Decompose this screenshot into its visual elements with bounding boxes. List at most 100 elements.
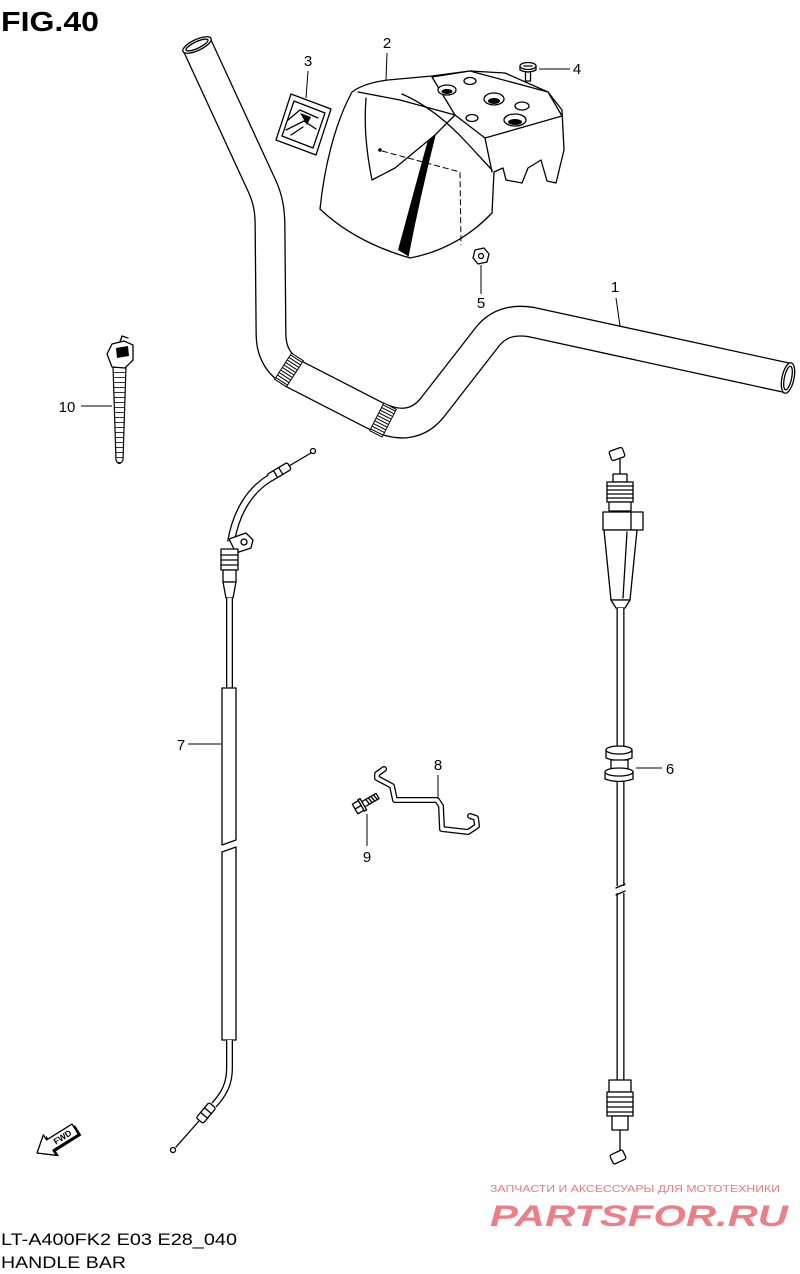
right-cable-bottom-ferrule [611, 1115, 629, 1131]
cable-tie-hook [119, 335, 129, 343]
screw [519, 61, 537, 82]
right-cable-break-marks [615, 883, 626, 896]
handlebar [182, 36, 796, 439]
left-cable-taper [222, 581, 237, 599]
left-cable-bottom-end [169, 1146, 177, 1154]
emblem-outline [275, 93, 332, 156]
bolt [351, 792, 380, 815]
fwd-arrow-shape [36, 1123, 79, 1156]
emblem [275, 93, 332, 156]
figure-title: HANDLE BAR [1, 1253, 126, 1272]
cover-hole [514, 101, 530, 111]
watermark-logo: PARTSFOR.RU [490, 1200, 790, 1233]
left-cable-top-wire [288, 452, 312, 467]
left-cable-lower [212, 1040, 232, 1107]
cover-hole-depth [508, 119, 522, 125]
cover-mount-point [378, 148, 382, 152]
callout-9: 9 [363, 849, 371, 866]
emblem-inner-frame [281, 100, 326, 149]
right-cable-bottom-end [609, 1149, 627, 1165]
cover-shadow-stripe [398, 135, 435, 256]
right-cable-adjuster-threads [606, 485, 634, 499]
wire-bracket [374, 766, 480, 835]
bolt-threads [365, 794, 379, 805]
handlebar-body [184, 39, 792, 438]
nut-hex [472, 247, 490, 265]
watermark: ЗАПЧАСТИ И АКСЕССУАРЫ ДЛЯ МОТОТЕХНИКИ PA… [490, 1183, 790, 1233]
right-cable-top-end [608, 446, 626, 462]
left-cable-sleeve-lower [221, 846, 237, 1041]
right-cable-ferrule [612, 473, 628, 483]
cover-mount-dashed-line [381, 150, 462, 246]
grommet-top-face [605, 745, 633, 755]
left-cable-sleeve-upper [221, 687, 237, 846]
left-cable-adjuster-rings [220, 554, 239, 566]
left-cable-bracket-hole [240, 538, 248, 546]
left-cable-upper-housing-outline [227, 474, 273, 543]
emblem-mark-fill [300, 113, 311, 125]
right-cable-adjuster [606, 481, 634, 503]
watermark-tagline: ЗАПЧАСТИ И АКСЕССУАРЫ ДЛЯ МОТОТЕХНИКИ [490, 1183, 780, 1195]
left-cable-bottom-fitting-rings [199, 1107, 213, 1119]
right-cable-tip [610, 599, 631, 609]
cover-inner-notch [364, 97, 456, 181]
cover-block-front-edge [484, 137, 493, 173]
cover-hole-depth [488, 98, 500, 104]
handlebar-left-end-bore [185, 38, 209, 52]
leader-2 [385, 52, 388, 81]
cable-tie-latch [116, 346, 129, 358]
leader-3 [305, 70, 309, 99]
callout-2: 2 [383, 35, 391, 52]
knurl-band-left-rect [273, 352, 305, 388]
model-code: LT-A400FK2 E03 E28_040 [1, 1230, 237, 1249]
knurl-band-left [273, 352, 305, 388]
left-cable-locknut [222, 569, 237, 583]
handlebar-right-end-bore [783, 365, 793, 391]
nut-bore [477, 252, 485, 260]
left-cable-bottom-wire [175, 1120, 200, 1148]
callout-4: 4 [573, 61, 581, 78]
left-cable-bottom-fitting-body [196, 1102, 216, 1124]
nut [472, 247, 490, 265]
right-cable-housing-shade [622, 531, 628, 599]
figure-label: FIG.40 [1, 6, 99, 37]
right-cable-bottom-nut [608, 1079, 632, 1093]
knurl-band-right [369, 402, 397, 438]
cable-tie-strap [112, 365, 127, 465]
callout-10: 10 [59, 399, 76, 416]
cover-hole [463, 76, 477, 86]
grommet-bottom-face [604, 767, 634, 777]
left-cable-top-end [309, 447, 317, 455]
callout-8: 8 [434, 757, 442, 774]
callout-1: 1 [611, 279, 619, 296]
left-cable [169, 447, 317, 1154]
left-cable-bottom-fitting [196, 1102, 216, 1124]
bolt-head-flat [354, 804, 362, 810]
right-cable-housing [603, 529, 638, 601]
cable-tie [106, 335, 134, 465]
callout-7: 7 [177, 737, 185, 754]
cover-crease [401, 93, 493, 171]
cover-front-top-edge [357, 91, 456, 116]
callout-6: 6 [666, 761, 674, 778]
left-cable-top-fitting-rings [272, 466, 284, 479]
right-cable-bottom-end-body [609, 1149, 627, 1165]
fwd-arrow: FWD [36, 1123, 82, 1157]
screw-shank [524, 71, 532, 82]
wire-bracket-body [375, 767, 479, 834]
cover-hole [465, 113, 479, 123]
left-cable-upper-housing [228, 475, 272, 543]
right-cable [602, 446, 644, 1165]
knurl-band-right-rect [369, 402, 397, 438]
right-cable-collar [602, 511, 644, 531]
callout-5: 5 [477, 295, 485, 312]
handlebar-right-end [780, 362, 796, 394]
handlebar-left-end [182, 36, 212, 54]
right-cable-locknut [608, 501, 632, 512]
callout-3: 3 [304, 53, 312, 70]
callouts: 1 2 3 4 5 6 7 8 9 10 [59, 35, 675, 866]
emblem-mark [285, 109, 319, 136]
right-cable-bottom-adjuster-threads [606, 1096, 634, 1113]
handlebar-cover [319, 70, 565, 259]
